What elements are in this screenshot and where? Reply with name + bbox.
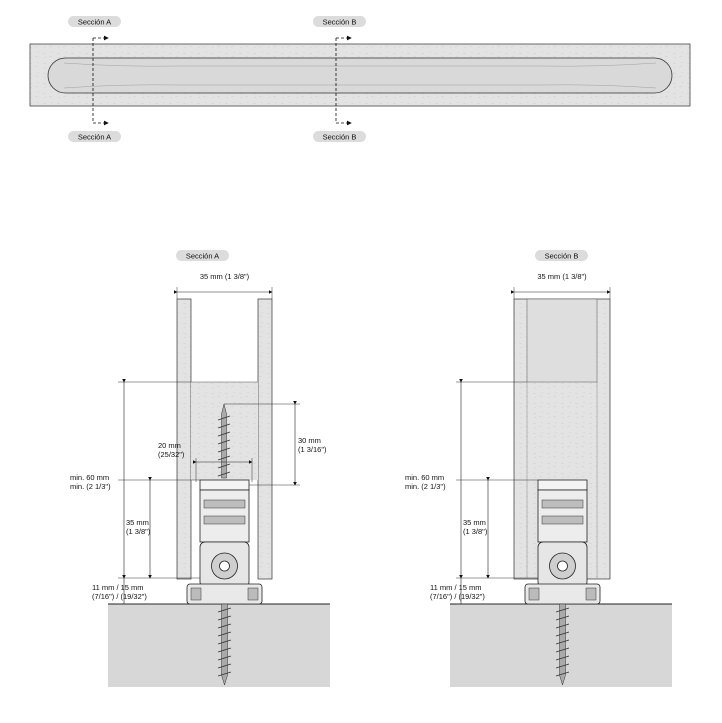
floor-screw-a bbox=[217, 603, 232, 686]
svg-text:Sección B: Sección B bbox=[323, 132, 357, 141]
label-section-b-bottom: Sección B bbox=[313, 131, 366, 142]
svg-text:11 mm / 15 mm: 11 mm / 15 mm bbox=[430, 583, 482, 592]
groove-slot bbox=[47, 57, 673, 94]
screw-a bbox=[217, 403, 231, 479]
svg-text:(1 3/8"): (1 3/8") bbox=[126, 527, 151, 536]
bottom-guide-fitting-a bbox=[186, 479, 263, 605]
svg-text:35 mm: 35 mm bbox=[126, 518, 149, 527]
svg-text:Sección A: Sección A bbox=[186, 251, 219, 260]
svg-text:(1 3/8"): (1 3/8") bbox=[463, 527, 488, 536]
floor-a bbox=[108, 604, 330, 687]
svg-text:Sección A: Sección A bbox=[78, 17, 111, 26]
section-a-cut bbox=[92, 35, 109, 126]
svg-text:(1 3/16"): (1 3/16") bbox=[298, 445, 327, 454]
svg-text:min. 60 mm: min. 60 mm bbox=[70, 473, 109, 482]
door-wall-right-a bbox=[257, 298, 273, 580]
section-b-view: Sección B 35 mm (1 3/8") bbox=[405, 250, 672, 687]
label-section-b: Sección B bbox=[535, 250, 588, 261]
bottom-guide-fitting-b bbox=[524, 479, 601, 605]
floor-screw-b bbox=[555, 603, 570, 686]
label-section-b-top: Sección B bbox=[313, 16, 366, 27]
svg-text:30 mm: 30 mm bbox=[298, 436, 321, 445]
svg-text:min. 60 mm: min. 60 mm bbox=[405, 473, 444, 482]
label-section-a-bottom: Sección A bbox=[68, 131, 121, 142]
door-top-b bbox=[526, 298, 598, 383]
label-section-a: Sección A bbox=[176, 250, 229, 261]
svg-text:35 mm: 35 mm bbox=[463, 518, 486, 527]
section-a-view: Sección A 35 mm (1 3/8") 30 mm (1 3/16")… bbox=[70, 250, 330, 687]
svg-text:35 mm (1 3/8"): 35 mm (1 3/8") bbox=[537, 272, 587, 281]
svg-text:Sección B: Sección B bbox=[545, 251, 579, 260]
svg-text:(7/16") / (19/32"): (7/16") / (19/32") bbox=[92, 592, 147, 601]
svg-text:Sección B: Sección B bbox=[323, 17, 357, 26]
svg-text:min. (2 1/3"): min. (2 1/3") bbox=[70, 482, 111, 491]
section-b-cut bbox=[335, 35, 352, 126]
svg-text:Sección A: Sección A bbox=[78, 132, 111, 141]
svg-text:(7/16") / (19/32"): (7/16") / (19/32") bbox=[430, 592, 485, 601]
door-wall-left-a bbox=[176, 298, 192, 580]
svg-text:35 mm (1 3/8"): 35 mm (1 3/8") bbox=[200, 272, 250, 281]
svg-text:20 mm: 20 mm bbox=[158, 441, 181, 450]
svg-text:min. (2 1/3"): min. (2 1/3") bbox=[405, 482, 446, 491]
svg-text:(25/32"): (25/32") bbox=[158, 450, 185, 459]
label-section-a-top: Sección A bbox=[68, 16, 121, 27]
svg-text:11 mm / 15 mm: 11 mm / 15 mm bbox=[92, 583, 144, 592]
plan-view: Sección A Sección B Sección A Sección B bbox=[29, 16, 691, 142]
